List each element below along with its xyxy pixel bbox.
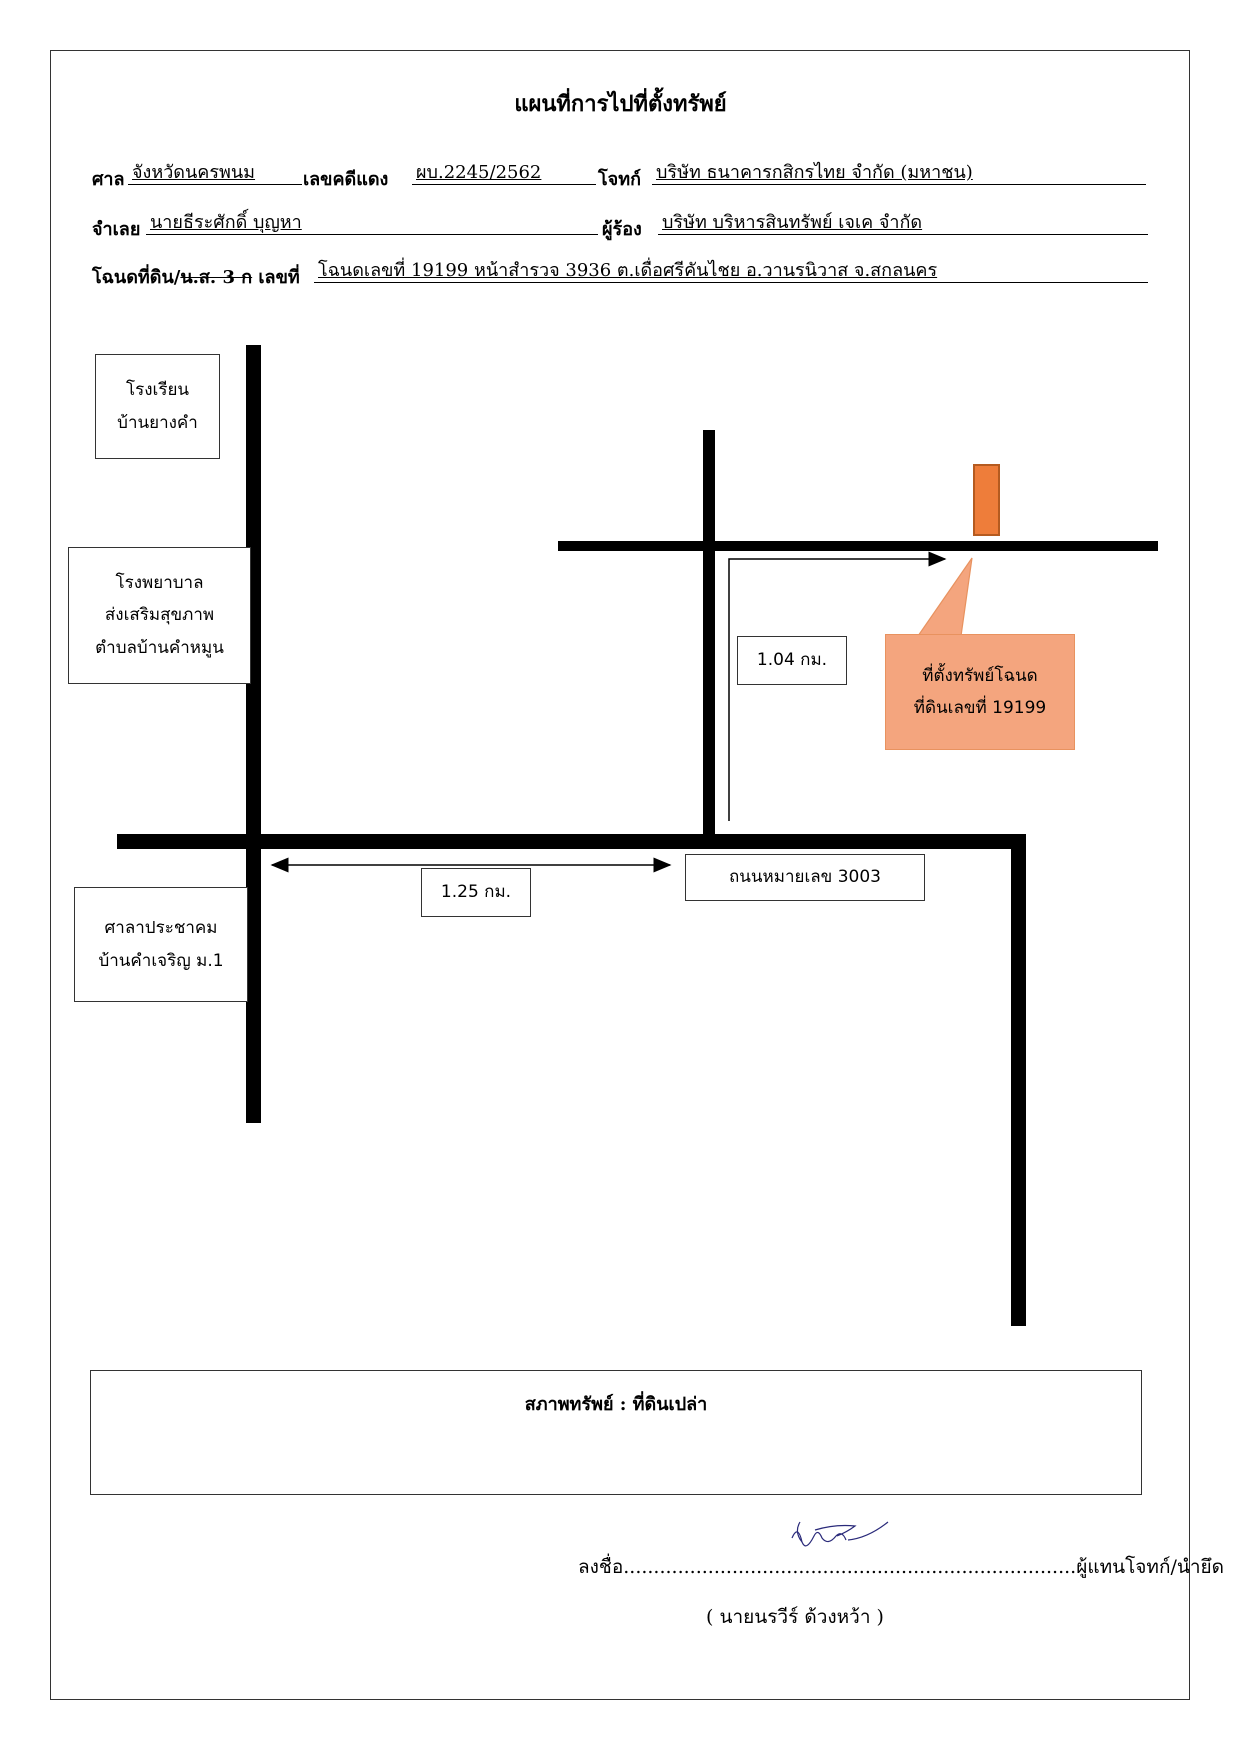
court-label: ศาล (92, 169, 125, 190)
case-label: เลขคดีแดง (303, 169, 389, 190)
sign-dots: ........................................… (623, 1556, 1077, 1578)
signer-role: ผู้แทนโจทก์/นำยึด (1076, 1556, 1224, 1578)
hall-name: ศาลาประชาคม (104, 918, 218, 939)
distance-label-vertical: 1.04 กม. (737, 636, 847, 685)
hospital-label-box: โรงพยาบาล ส่งเสริมสุขภาพ ตำบลบ้านคำหมูน (68, 547, 251, 684)
distance-label-horizontal: 1.25 กม. (421, 868, 531, 917)
callout-line1: ที่ตั้งทรัพย์โฉนด (922, 665, 1038, 686)
road-horizontal-top (558, 541, 1158, 551)
property-callout: ที่ตั้งทรัพย์โฉนด ที่ดินเลขที่ 19199 (885, 634, 1075, 750)
sign-prefix: ลงชื่อ (578, 1556, 624, 1578)
petitioner-value: บริษัท บริหารสินทรัพย์ เจเค จำกัด (658, 212, 1148, 235)
road-vertical-middle (703, 430, 715, 840)
road-vertical-left (246, 345, 261, 1123)
hospital-line3: ตำบลบ้านคำหมูน (95, 637, 224, 658)
road-horizontal-main (117, 834, 1025, 849)
defendant-value: นายธีระศักดิ์ บุญหา (146, 212, 598, 235)
property-condition-box: สภาพทรัพย์ : ที่ดินเปล่า (90, 1370, 1142, 1495)
page-border (50, 50, 1190, 1700)
road-name-label: ถนนหมายเลข 3003 (685, 854, 925, 901)
property-condition: สภาพทรัพย์ : ที่ดินเปล่า (524, 1394, 708, 1415)
deed-value: โฉนดเลขที่ 19199 หน้าสำรวจ 3936 ต.เดื่อศ… (314, 260, 1148, 283)
deed-label: โฉนดที่ดิน/น.ส. 3 ก เลขที่ (92, 267, 300, 288)
defendant-label: จำเลย (92, 219, 141, 240)
hall-label-box: ศาลาประชาคม บ้านคำเจริญ ม.1 (74, 887, 248, 1002)
school-village: บ้านยางคำ (117, 412, 198, 433)
court-value: จังหวัดนครพนม (128, 162, 302, 185)
signature-line: ลงชื่อ..................................… (578, 1552, 1224, 1582)
school-label-box: โรงเรียน บ้านยางคำ (95, 354, 220, 459)
hospital-line2: ส่งเสริมสุขภาพ (104, 605, 215, 626)
hall-village: บ้านคำเจริญ ม.1 (98, 950, 224, 971)
road-vertical-right (1011, 834, 1026, 1326)
signer-name: ( นายนรวีร์ ด้วงหว้า ) (706, 1606, 884, 1628)
page-title: แผนที่การไปที่ตั้งทรัพย์ (514, 91, 727, 117)
property-marker (973, 464, 1000, 536)
route-arrow (728, 551, 947, 821)
school-name: โรงเรียน (125, 380, 190, 401)
plaintiff-label: โจทก์ (598, 169, 641, 190)
case-value: ผบ.2245/2562 (412, 162, 596, 185)
callout-line2: ที่ดินเลขที่ 19199 (913, 698, 1047, 718)
hospital-line1: โรงพยาบาล (115, 573, 204, 594)
petitioner-label: ผู้ร้อง (602, 219, 642, 240)
plaintiff-value: บริษัท ธนาคารกสิกรไทย จำกัด (มหาชน) (652, 162, 1146, 185)
